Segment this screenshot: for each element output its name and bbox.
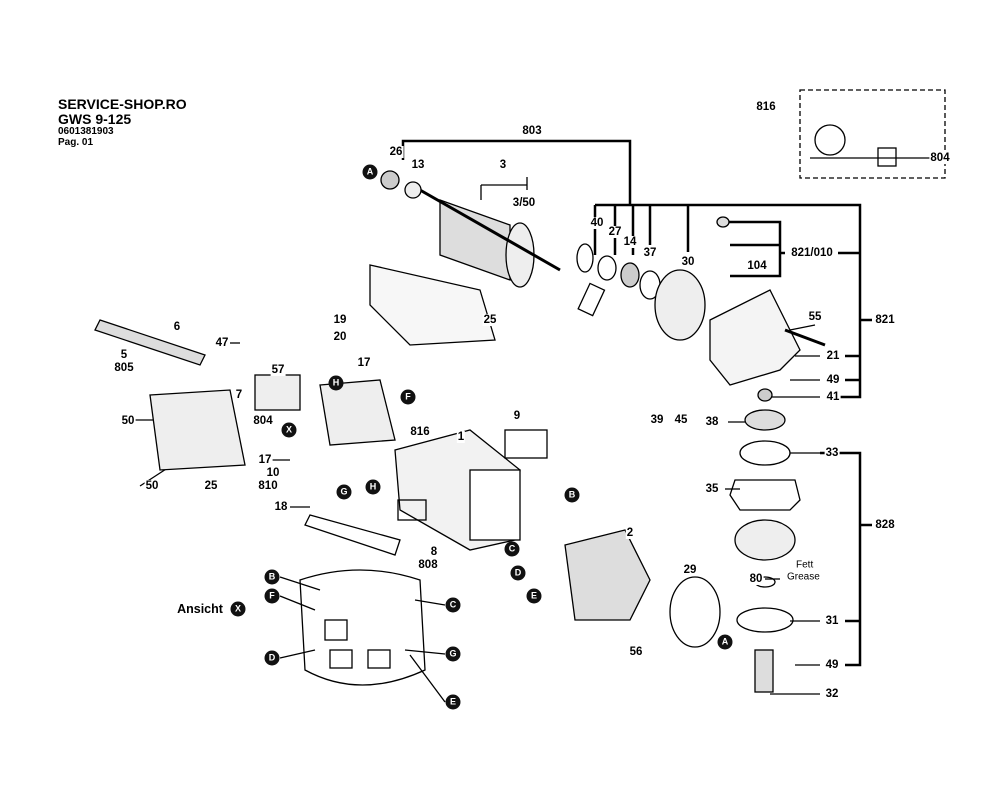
view-x-title: Ansicht xyxy=(176,602,224,616)
marker-d: D xyxy=(264,650,280,666)
part-label-14: 14 xyxy=(622,236,638,248)
shop-name: SERVICE-SHOP.RO xyxy=(58,96,187,112)
marker-h: H xyxy=(328,375,344,391)
part-label-810: 810 xyxy=(257,480,279,492)
marker-c: C xyxy=(445,597,461,613)
part-label-9: 9 xyxy=(512,410,522,422)
marker-g: G xyxy=(336,484,352,500)
part-label-47: 47 xyxy=(214,337,230,349)
leader-brackets xyxy=(401,139,872,667)
marker-h: H xyxy=(365,479,381,495)
part-label-17: 17 xyxy=(257,454,273,466)
part-label-13: 13 xyxy=(410,159,426,171)
part-label-821-010: 821/010 xyxy=(790,247,834,259)
part-label-804: 804 xyxy=(252,415,274,427)
part-label-39: 39 xyxy=(649,414,665,426)
page-number: Pag. 01 xyxy=(58,137,94,148)
part-label-821: 821 xyxy=(874,314,896,326)
part-label-816-top: 816 xyxy=(755,101,777,113)
part-label-38: 38 xyxy=(704,416,720,428)
part-label-31: 31 xyxy=(824,615,840,627)
part-label-35: 35 xyxy=(704,483,720,495)
marker-e: E xyxy=(526,588,542,604)
part-label-45: 45 xyxy=(673,414,689,426)
view-x-drawing xyxy=(279,569,446,703)
part-label-828: 828 xyxy=(874,519,896,531)
marker-x: X xyxy=(281,422,297,438)
motor-drawing xyxy=(394,429,721,648)
part-label-1: 1 xyxy=(456,431,466,443)
part-label-3-50: 3/50 xyxy=(511,197,537,209)
part-label-50: 50 xyxy=(120,415,136,427)
marker-e: E xyxy=(445,694,461,710)
part-label-30: 30 xyxy=(680,256,696,268)
grease-note-fett: Fett xyxy=(795,559,815,571)
part-label-56: 56 xyxy=(628,646,644,658)
part-label-10: 10 xyxy=(265,467,281,479)
part-label-40: 40 xyxy=(589,217,605,229)
part-label-25: 25 xyxy=(482,314,498,326)
part-label-41: 41 xyxy=(825,391,841,403)
part-label-26: 26 xyxy=(388,146,404,158)
marker-f: F xyxy=(264,588,280,604)
part-label-805: 805 xyxy=(113,362,135,374)
model-name: GWS 9-125 xyxy=(58,111,132,127)
marker-b: B xyxy=(564,487,580,503)
part-label-804-top: 804 xyxy=(929,152,951,164)
part-label-32: 32 xyxy=(824,688,840,700)
marker-d: D xyxy=(510,565,526,581)
marker-f: F xyxy=(400,389,416,405)
marker-a: A xyxy=(362,164,378,180)
diagram-header: SERVICE-SHOP.RO GWS 9-125 0601381903 Pag… xyxy=(58,97,187,148)
part-label-6: 6 xyxy=(172,321,182,333)
part-label-55: 55 xyxy=(807,311,823,323)
part-label-5: 5 xyxy=(119,349,129,361)
part-label-2: 2 xyxy=(625,527,635,539)
marker-g: G xyxy=(445,646,461,662)
part-label-803: 803 xyxy=(521,125,543,137)
part-label-8: 8 xyxy=(429,546,439,558)
part-label-50: 50 xyxy=(144,480,160,492)
part-label-816: 816 xyxy=(409,426,431,438)
part-label-29: 29 xyxy=(682,564,698,576)
marker-x: X xyxy=(230,601,246,617)
part-label-25: 25 xyxy=(203,480,219,492)
part-label-808: 808 xyxy=(417,559,439,571)
part-label-49: 49 xyxy=(824,659,840,671)
part-label-17: 17 xyxy=(356,357,372,369)
part-label-80: 80 xyxy=(748,573,764,585)
marker-b: B xyxy=(264,569,280,585)
part-label-57: 57 xyxy=(270,364,286,376)
part-number: 0601381903 xyxy=(58,126,114,137)
marker-a: A xyxy=(717,634,733,650)
part-label-104: 104 xyxy=(746,260,768,272)
part-label-27: 27 xyxy=(607,226,623,238)
part-label-20: 20 xyxy=(332,331,348,343)
part-label-7: 7 xyxy=(234,389,244,401)
marker-c: C xyxy=(504,541,520,557)
part-label-18: 18 xyxy=(273,501,289,513)
part-label-3: 3 xyxy=(498,159,508,171)
part-label-49: 49 xyxy=(825,374,841,386)
armature-drawing xyxy=(380,170,561,288)
part-label-21: 21 xyxy=(825,350,841,362)
grease-note-grease: Grease xyxy=(786,571,821,583)
part-label-37: 37 xyxy=(642,247,658,259)
part-label-19: 19 xyxy=(332,314,348,326)
part-label-33: 33 xyxy=(824,447,840,459)
